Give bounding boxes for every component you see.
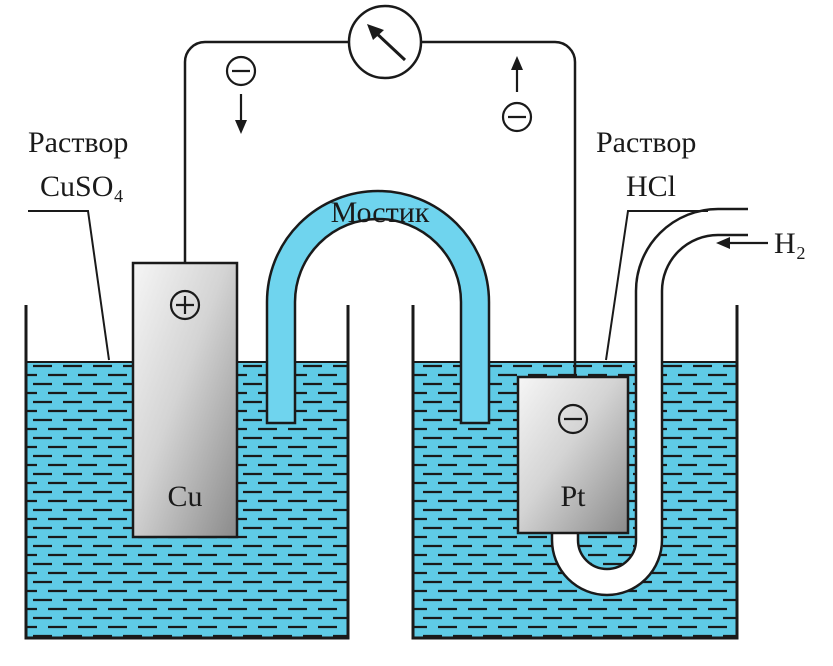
right-beaker	[411, 305, 739, 640]
gas-inlet-arrow-icon	[716, 237, 768, 249]
platinum-electrode: Pt	[516, 375, 630, 535]
plus-sign-icon	[169, 289, 201, 321]
electron-left	[225, 55, 257, 87]
left-solution-leader	[28, 210, 110, 361]
galvanometer-icon	[347, 4, 423, 80]
minus-sign-icon	[557, 403, 589, 435]
copper-label: Cu	[167, 480, 202, 513]
gas-label: H₂	[774, 227, 806, 260]
right-solution-leader	[605, 210, 708, 361]
right-solution-label-line2: HCl	[626, 170, 676, 203]
external-wire	[183, 40, 577, 377]
arrow-up-icon	[511, 56, 523, 92]
platinum-label: Pt	[560, 480, 586, 513]
left-solution-label-line1: Раствор	[28, 126, 128, 159]
right-solution-label-line1: Раствор	[596, 126, 696, 159]
left-solution-label-line2: CuSO₄	[40, 170, 124, 203]
electron-right	[501, 101, 533, 133]
hydrogen-tube	[550, 207, 748, 597]
copper-electrode: Cu	[131, 261, 239, 539]
salt-bridge	[265, 189, 491, 425]
arrow-down-icon	[235, 94, 247, 134]
bridge-label: Мостик	[331, 196, 430, 229]
left-beaker	[24, 305, 350, 640]
